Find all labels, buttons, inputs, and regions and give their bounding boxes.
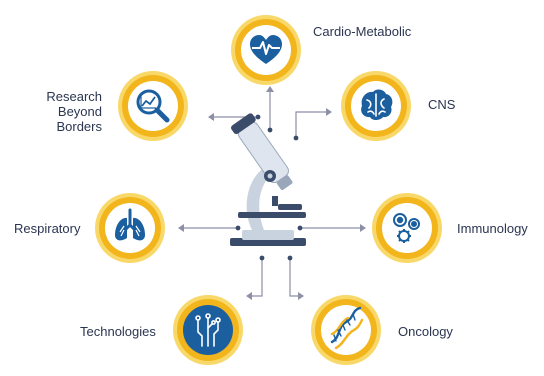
- label-cardio: Cardio-Metabolic: [313, 24, 412, 39]
- heart-pulse-icon: [250, 35, 282, 64]
- label-cns: CNS: [428, 97, 456, 112]
- node-technologies: [172, 294, 244, 366]
- label-research: Research Beyond Borders: [46, 89, 102, 134]
- node-cns: [340, 70, 412, 142]
- label-technologies: Technologies: [80, 324, 156, 339]
- microscope-icon: [212, 100, 332, 260]
- node-cardio: [230, 14, 302, 86]
- dna-icon: [330, 306, 364, 350]
- label-oncology: Oncology: [398, 324, 453, 339]
- brain-icon: [361, 89, 393, 120]
- label-immunology: Immunology: [457, 221, 528, 236]
- connector-oncology: [289, 258, 300, 297]
- connector-cns: [295, 111, 328, 138]
- cells-icon: [393, 213, 420, 243]
- node-oncology: [310, 294, 382, 366]
- lungs-icon: [115, 208, 145, 241]
- node-respiratory: [94, 192, 166, 264]
- node-research: [117, 70, 189, 142]
- connector-technologies: [250, 258, 263, 297]
- label-respiratory: Respiratory: [14, 221, 81, 236]
- circuit-icon: [195, 313, 221, 347]
- magnifier-chart-icon: [136, 89, 170, 123]
- node-immunology: [371, 192, 443, 264]
